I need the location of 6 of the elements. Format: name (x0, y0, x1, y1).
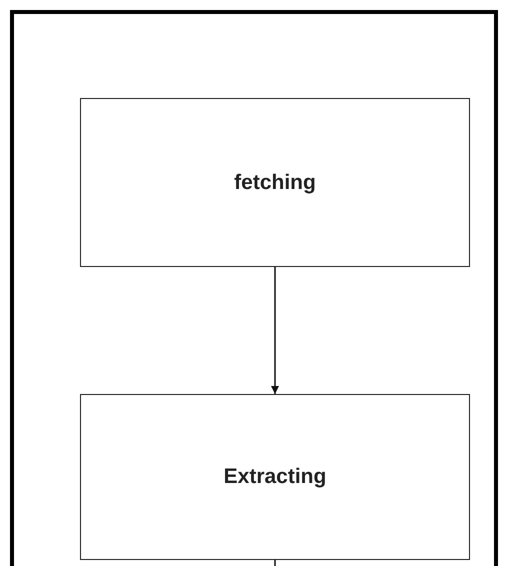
process-box (80, 98, 470, 267)
frame-border (10, 10, 498, 566)
box-label: fetching (234, 170, 316, 194)
process-box (80, 394, 470, 560)
arrow (271, 267, 279, 394)
box-label: Extracting (224, 465, 326, 489)
